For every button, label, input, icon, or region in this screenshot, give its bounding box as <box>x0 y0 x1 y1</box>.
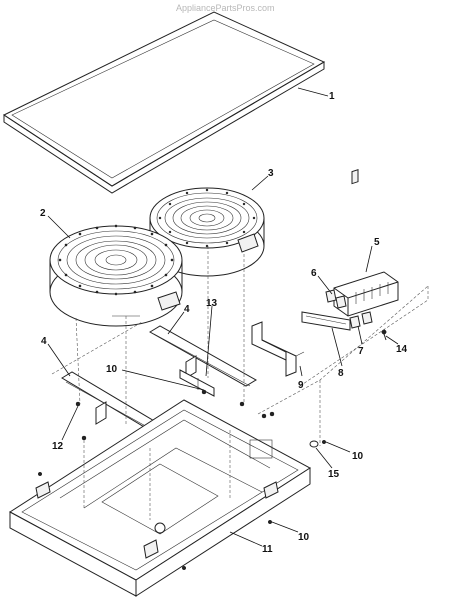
callout-14: 14 <box>396 344 408 355</box>
callout-9: 9 <box>298 380 304 391</box>
part-7-clips <box>349 311 373 329</box>
part-2-front-burner <box>49 224 183 327</box>
callout-4-lower: 4 <box>41 336 47 347</box>
callout-8: 8 <box>338 368 344 379</box>
callout-13: 13 <box>206 298 218 309</box>
part-15-washer <box>309 439 327 448</box>
part-14-screw <box>381 329 387 341</box>
callout-12: 12 <box>52 441 64 452</box>
part-1-glass-top <box>2 11 326 194</box>
callout-3: 3 <box>268 168 274 179</box>
callout-4-upper: 4 <box>184 304 190 315</box>
part-5-terminal-block <box>333 169 399 317</box>
callout-6: 6 <box>311 268 317 279</box>
part-13-bracket <box>179 369 215 397</box>
watermark-text: AppliancePartsPros.com <box>176 3 275 13</box>
part-11-bottom-pan <box>9 399 311 597</box>
part-9-bracket <box>251 321 305 377</box>
callout-11: 11 <box>262 544 273 555</box>
part-4-support-bar-upper <box>149 325 257 387</box>
leader-lines <box>47 87 399 547</box>
callout-10-upper: 10 <box>106 364 118 375</box>
alignment-lines <box>51 246 429 520</box>
part-6-clip <box>325 289 347 309</box>
callout-10-bottom: 10 <box>298 532 310 543</box>
callout-1: 1 <box>329 91 335 102</box>
callout-5: 5 <box>374 237 380 248</box>
callout-2: 2 <box>40 208 46 219</box>
callout-labels: 1 2 3 4 4 5 6 7 8 9 10 10 10 11 12 13 14… <box>40 91 408 555</box>
callout-10-right: 10 <box>352 451 364 462</box>
callout-7: 7 <box>358 346 364 357</box>
callout-15: 15 <box>328 469 340 480</box>
part-8-insulator <box>301 311 351 331</box>
